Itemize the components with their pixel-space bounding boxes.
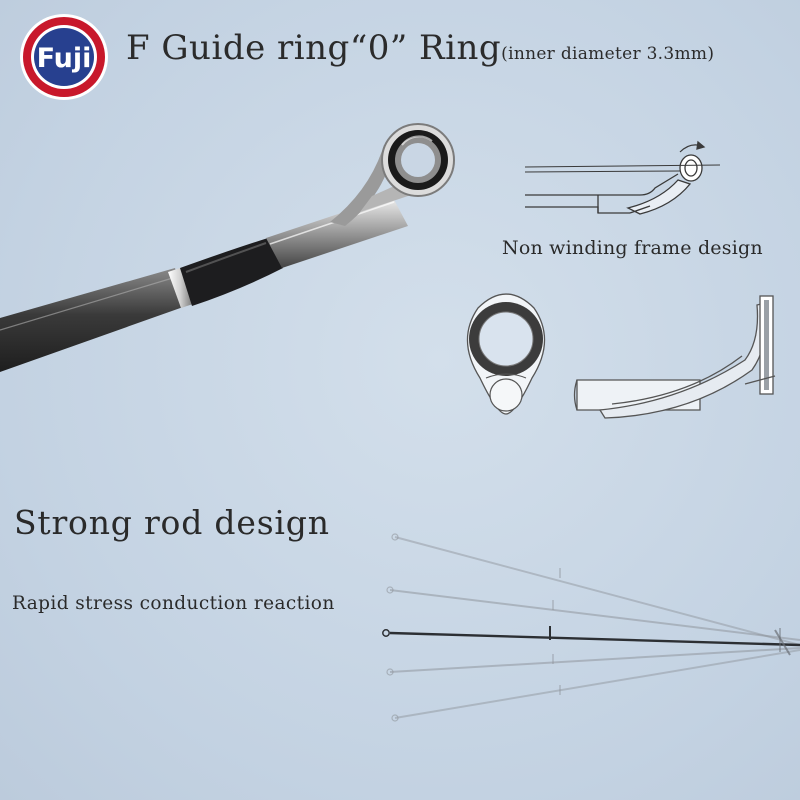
title-main: F Guide ring“0” Ring [126,28,502,68]
guide-frame-side-icon [573,295,776,419]
fuji-logo-icon: Fuji [20,14,108,100]
page-title: F Guide ring“0” Ring(inner diameter 3.3m… [126,28,714,68]
strong-rod-label: Strong rod design [14,503,330,542]
title-subtitle: (inner diameter 3.3mm) [501,44,715,64]
rod-tip-guide-icon [0,123,455,372]
logo-center [34,28,94,86]
logo-text: Fuji [37,43,92,74]
non-winding-frame-label: Non winding frame design [502,237,763,259]
line-pass-through-icon [524,140,721,215]
rod-flex-icon [382,533,800,722]
guide-ring-front-icon [466,293,546,415]
rapid-stress-label: Rapid stress conduction reaction [12,593,335,614]
